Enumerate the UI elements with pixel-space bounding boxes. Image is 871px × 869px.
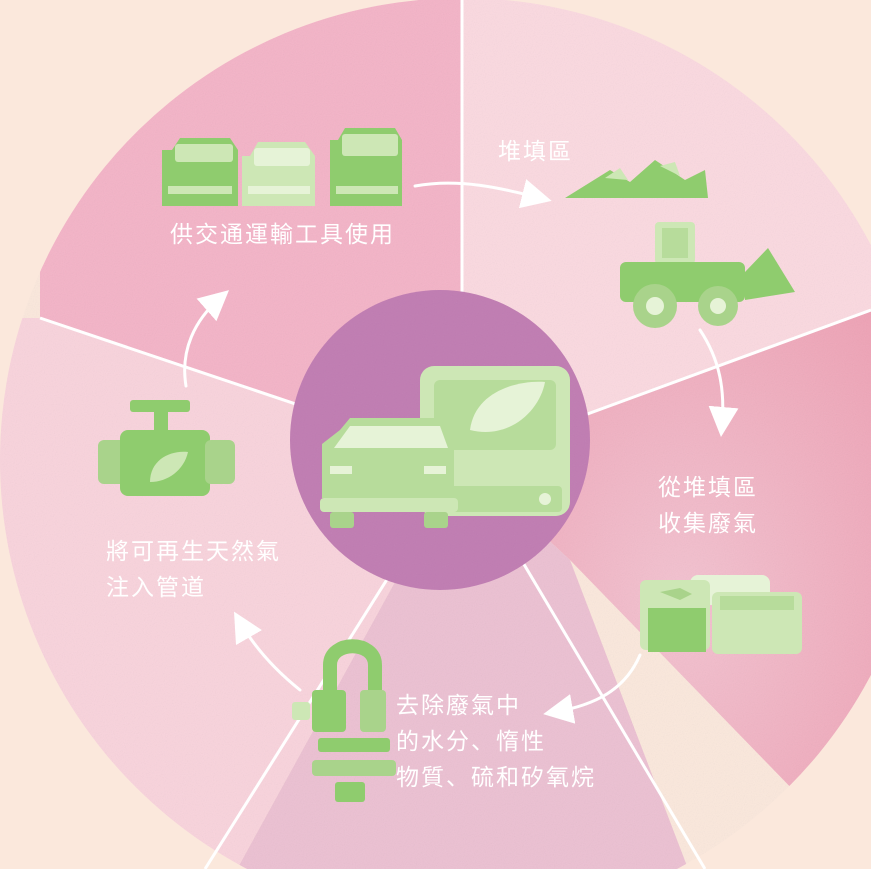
gas-tanks-icon (640, 575, 802, 654)
arrow-landfill-to-collect (698, 328, 739, 437)
label-purify-gas: 去除廢氣中 的水分、惰性 物質、硫和矽氧烷 (396, 693, 596, 791)
label-collect-gas: 從堆填區 收集廢氣 (658, 475, 758, 537)
label-landfill: 堆填區 (498, 139, 573, 165)
cycle-arrows (183, 179, 739, 724)
label-transport-use: 供交通運輸工具使用 (170, 222, 395, 248)
label-inject-pipeline: 將可再生天然氣 注入管道 (106, 539, 281, 601)
arrow-purify-to-inject (234, 611, 302, 692)
purifier-icon (292, 639, 396, 802)
arrow-inject-to-transport (183, 290, 230, 388)
valve-icon (98, 400, 235, 496)
arrow-collect-to-purify (543, 653, 642, 724)
landfill-icon (565, 160, 708, 198)
bus-car-icon (320, 366, 570, 528)
vehicles-icon (162, 128, 402, 206)
arrow-transport-to-landfill (413, 179, 552, 209)
bulldozer-icon (620, 222, 795, 328)
